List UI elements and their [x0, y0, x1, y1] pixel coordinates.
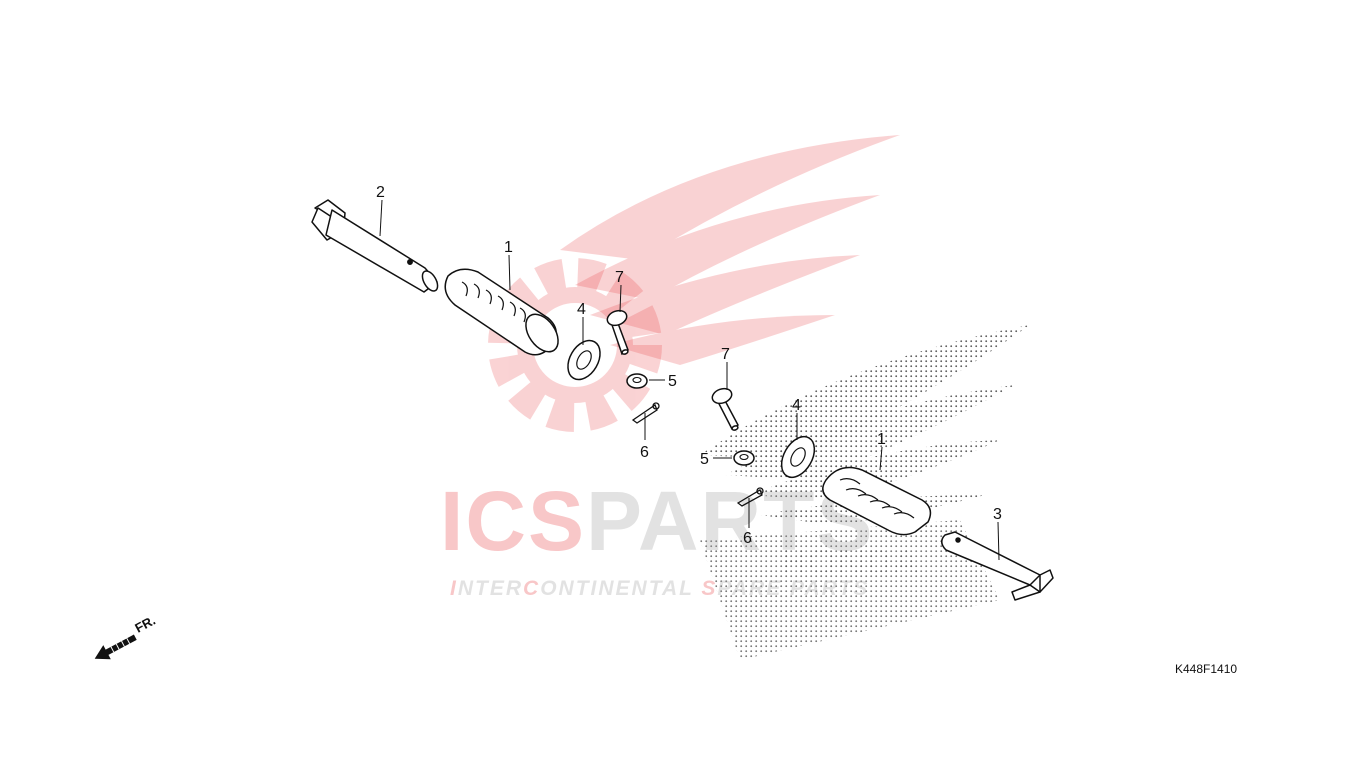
left-footpeg-bar[interactable]: [311, 199, 441, 294]
right-footpeg-rubber[interactable]: [822, 466, 932, 536]
callout-right-cotter: 6: [743, 530, 752, 547]
right-footpeg-bar[interactable]: [941, 531, 1054, 601]
arrow-icon: [94, 634, 137, 660]
wing-logo-watermark: [560, 135, 900, 365]
callout-right-washer: 4: [792, 397, 801, 414]
callout-right-bar: 3: [993, 506, 1002, 523]
callout-right-pin: 7: [721, 346, 730, 363]
right-pin[interactable]: [710, 386, 739, 431]
honda-watermark-text: HONDA: [780, 542, 919, 584]
callout-left-grip: 1: [504, 239, 513, 256]
front-label: FR.: [132, 613, 158, 636]
right-collar[interactable]: [733, 450, 755, 466]
right-cotter-pin[interactable]: [736, 487, 764, 507]
callout-left-bar: 2: [376, 184, 385, 201]
callout-left-washer: 4: [577, 301, 586, 318]
left-collar[interactable]: [626, 373, 648, 389]
brand-main-red: ICS: [440, 474, 586, 568]
callout-left-collar: 5: [668, 373, 677, 390]
leader-lines: [379, 199, 1000, 561]
left-washer[interactable]: [561, 335, 606, 385]
diagram-code: K448F1410: [1175, 662, 1237, 676]
callout-left-cotter: 6: [640, 444, 649, 461]
callout-labels: 2 1 4 7 5 6 7 4 5 6 1 3: [376, 184, 1002, 547]
left-pin[interactable]: [605, 308, 629, 356]
front-direction-indicator: FR.: [94, 613, 158, 660]
callout-right-footpeg: 1: [877, 431, 886, 448]
svg-text:INTERCONTINENTAL SPARE PARTS: INTERCONTINENTAL SPARE PARTS: [450, 577, 869, 600]
brand-watermark-text: ICSPARTS INTERCONTINENTAL SPARE PARTS: [440, 474, 873, 600]
honda-wing-watermark: [700, 325, 1030, 660]
callout-right-collar: 5: [700, 451, 709, 468]
left-cotter-pin[interactable]: [631, 402, 660, 424]
callout-left-pin: 7: [615, 269, 624, 286]
left-footpeg-rubber[interactable]: [444, 268, 564, 357]
right-washer[interactable]: [775, 431, 821, 483]
